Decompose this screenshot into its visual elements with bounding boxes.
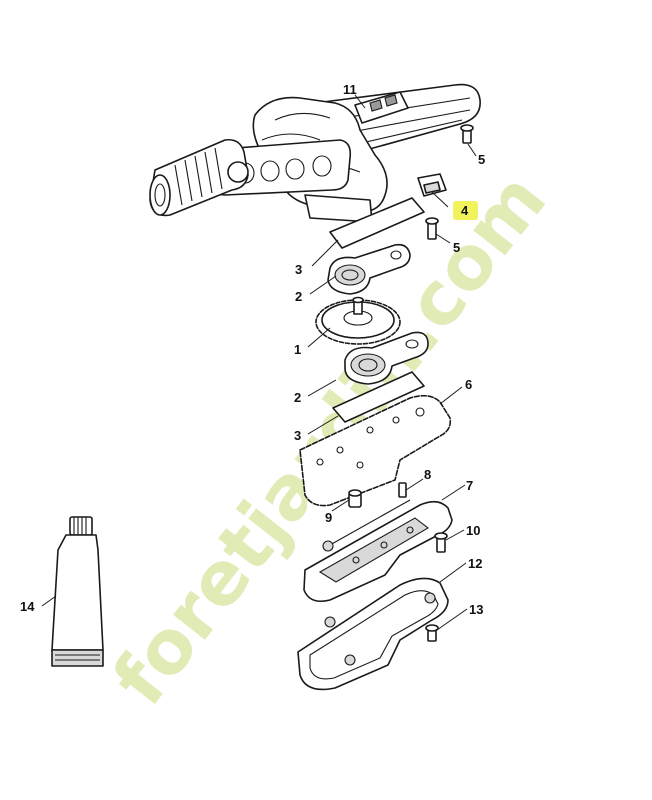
callouts: 11 5 4 5 3 2 1 2 6 3 8 9 7 10 12 13 14 xyxy=(20,82,485,617)
callout-7: 7 xyxy=(466,478,473,493)
grease-tube-part-14 xyxy=(51,516,104,667)
callout-8: 8 xyxy=(424,467,431,482)
callout-14: 14 xyxy=(20,599,35,614)
callout-3-upper: 3 xyxy=(295,262,302,277)
callout-1: 1 xyxy=(294,342,301,357)
callout-5-lower: 5 xyxy=(453,240,460,255)
clip-part-4 xyxy=(417,173,447,197)
connecting-rod-2-upper xyxy=(327,243,411,295)
plate-part-6 xyxy=(299,394,452,507)
gear-housing xyxy=(149,83,481,223)
pin-part-8 xyxy=(398,482,407,498)
callout-6: 6 xyxy=(465,377,472,392)
gasket-3-upper xyxy=(329,197,425,249)
callout-2-lower: 2 xyxy=(294,390,301,405)
screw-part-13 xyxy=(425,624,439,642)
screw-part-10 xyxy=(434,532,448,553)
callout-12: 12 xyxy=(468,556,482,571)
callout-13: 13 xyxy=(469,602,483,617)
callout-5-top: 5 xyxy=(478,152,485,167)
screw-5-lower xyxy=(425,217,439,240)
leader-lines xyxy=(41,94,477,631)
callout-3-lower: 3 xyxy=(294,428,301,443)
callout-11: 11 xyxy=(343,82,357,97)
gear-part-1 xyxy=(315,296,401,345)
base-part-7 xyxy=(303,499,453,603)
callout-2-upper: 2 xyxy=(295,289,302,304)
callout-10: 10 xyxy=(466,523,480,538)
cover-part-12 xyxy=(297,577,449,691)
gasket-3-lower xyxy=(332,371,425,423)
callout-9: 9 xyxy=(325,510,332,525)
callout-4: 4 xyxy=(461,203,469,218)
connecting-rod-2-lower xyxy=(344,331,429,385)
bushing-part-9 xyxy=(348,489,362,508)
callout-4-highlight xyxy=(453,201,478,220)
screw-5-top xyxy=(460,124,474,144)
